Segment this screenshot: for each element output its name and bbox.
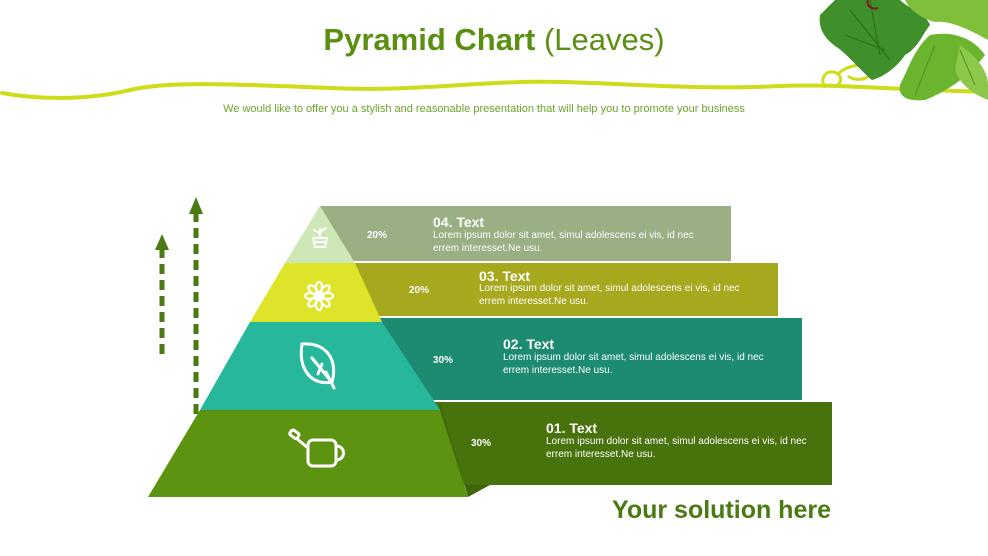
bar-title: 02. Text bbox=[503, 336, 555, 352]
growth-arrow-short bbox=[155, 234, 169, 360]
bar-02: 30% 02. Text Lorem ipsum dolor sit amet,… bbox=[380, 318, 802, 400]
bar-description: Lorem ipsum dolor sit amet, simul adoles… bbox=[546, 436, 807, 460]
page-subtitle: We would like to offer you a stylish and… bbox=[223, 103, 745, 115]
bar-percent: 30% bbox=[433, 355, 454, 366]
bar-percent: 30% bbox=[471, 438, 492, 449]
bar-title: 03. Text bbox=[479, 268, 531, 284]
leaves-image bbox=[819, 0, 988, 101]
flower-pot-icon bbox=[311, 227, 329, 248]
title-light: (Leaves) bbox=[535, 22, 665, 57]
bar-title: 01. Text bbox=[546, 420, 598, 436]
leaf-icon bbox=[299, 342, 336, 390]
bar-description: Lorem ipsum dolor sit amet, simul adoles… bbox=[479, 283, 740, 307]
vine-line bbox=[0, 79, 988, 100]
flower-icon bbox=[303, 280, 335, 312]
bar-04: 20% 04. Text Lorem ipsum dolor sit amet,… bbox=[320, 206, 731, 261]
bar-title: 04. Text bbox=[433, 214, 485, 230]
watering-can-icon bbox=[288, 428, 345, 468]
growth-arrow-tall bbox=[189, 197, 203, 458]
bar-03: 20% 03. Text Lorem ipsum dolor sit amet,… bbox=[354, 263, 778, 316]
bar-description: Lorem ipsum dolor sit amet, simul adoles… bbox=[433, 230, 694, 254]
bar-01: 30% 01. Text Lorem ipsum dolor sit amet,… bbox=[425, 402, 832, 485]
solution-text: Your solution here bbox=[612, 496, 831, 524]
bar-description: Lorem ipsum dolor sit amet, simul adoles… bbox=[503, 352, 764, 376]
page-title: Pyramid Chart (Leaves) bbox=[0, 22, 988, 58]
bar-percent: 20% bbox=[367, 230, 388, 241]
title-bold: Pyramid Chart bbox=[323, 22, 536, 57]
bar-percent: 20% bbox=[409, 285, 430, 296]
